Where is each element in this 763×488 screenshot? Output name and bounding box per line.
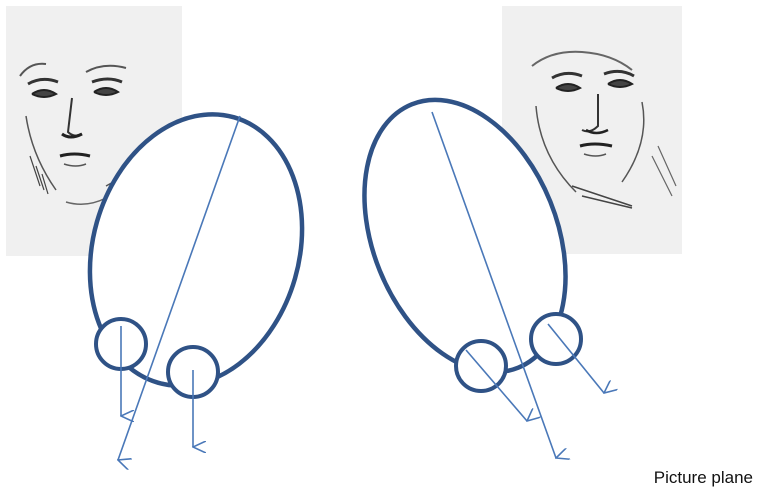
right-eye-circle-1 [456,341,506,391]
picture-plane-label: Picture plane [654,468,753,488]
left-eye-group [59,89,333,460]
right-eye-group [327,70,604,458]
